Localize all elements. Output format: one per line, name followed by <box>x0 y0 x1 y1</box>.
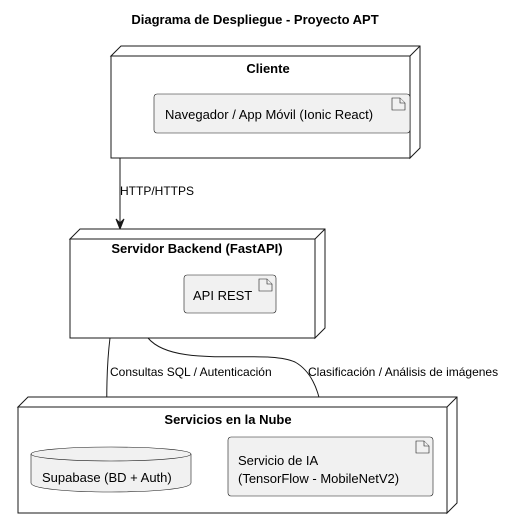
database-supabase: Supabase (BD + Auth) <box>30 446 192 493</box>
artifact-icon <box>258 278 273 292</box>
node-backend: Servidor Backend (FastAPI) API REST <box>68 228 326 340</box>
node-backend-title: Servidor Backend (FastAPI) <box>111 241 282 256</box>
artifact-servicio-ia-label-line2: (TensorFlow - MobileNetV2) <box>238 471 399 486</box>
database-supabase-label: Supabase (BD + Auth) <box>42 470 172 485</box>
artifact-servicio-ia: Servicio de IA (TensorFlow - MobileNetV2… <box>227 436 434 497</box>
artifact-api-rest: API REST <box>183 274 277 314</box>
database-top <box>30 446 192 462</box>
artifact-servicio-ia-box <box>227 436 434 497</box>
artifact-navegador-box <box>153 93 411 134</box>
edge-http-arrowhead <box>115 218 125 231</box>
artifact-api-rest-label: API REST <box>193 288 252 303</box>
node-cliente-depth-edge <box>409 45 421 57</box>
edge-sql-label: Consultas SQL / Autenticación <box>110 365 272 379</box>
diagram-title: Diagrama de Despliegue - Proyecto APT <box>131 12 378 27</box>
database-body <box>30 454 192 493</box>
node-backend-depth-edge <box>314 228 326 240</box>
node-cliente: Cliente Navegador / App Móvil (Ionic Rea… <box>109 45 421 160</box>
artifact-icon <box>415 440 430 454</box>
node-nube: Servicios en la Nube Supabase (BD + Auth… <box>16 396 458 515</box>
node-nube-title: Servicios en la Nube <box>164 412 291 427</box>
artifact-servicio-ia-label-line1: Servicio de IA <box>238 453 319 468</box>
artifact-icon <box>391 97 406 111</box>
node-cliente-title: Cliente <box>246 61 289 76</box>
edge-ia-label: Clasificación / Análisis de imágenes <box>308 365 498 379</box>
artifact-navegador-label: Navegador / App Móvil (Ionic React) <box>165 107 373 122</box>
edge-http-label: HTTP/HTTPS <box>120 184 194 198</box>
artifact-api-rest-box <box>183 274 277 314</box>
node-nube-depth-edge <box>446 396 458 408</box>
edge-http: HTTP/HTTPS <box>115 158 194 231</box>
artifact-navegador: Navegador / App Móvil (Ionic React) <box>153 93 411 134</box>
